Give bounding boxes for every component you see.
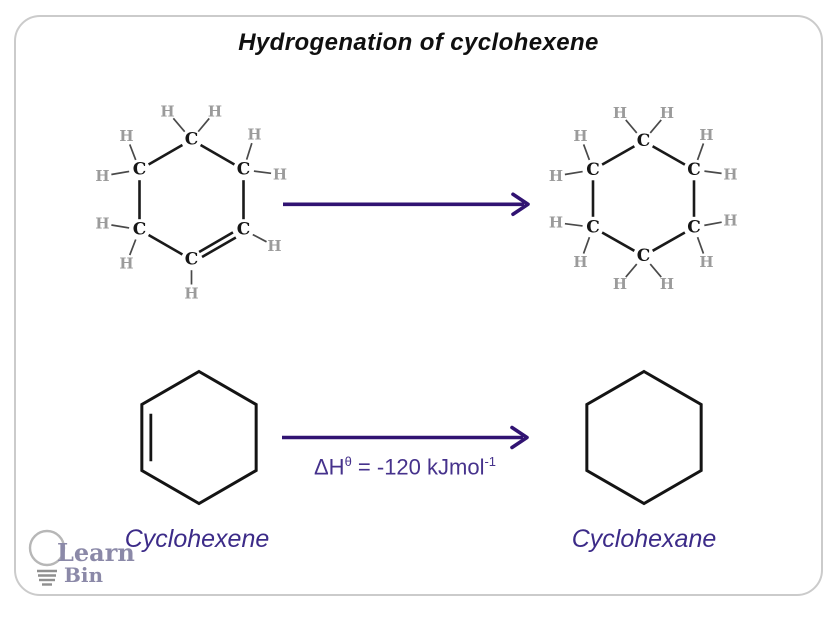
hydrogen-atom: H (267, 237, 281, 255)
hydrogen-atom: H (247, 126, 261, 144)
c-c-bond (651, 145, 686, 166)
c-h-bond (696, 236, 705, 254)
hydrogen-atom: H (95, 215, 109, 233)
c-h-bond (625, 119, 638, 134)
cyclohexane-skeletal (585, 369, 703, 506)
c-c-bond (147, 233, 184, 256)
c-c-bond (199, 143, 236, 166)
enthalpy-symbol: ΔH (313, 454, 345, 480)
hydrogen-atom: H (184, 285, 198, 303)
carbon-atom: C (237, 160, 251, 180)
c-h-bond (696, 143, 705, 161)
c-h-bond (625, 263, 638, 278)
hydrogen-atom: H (573, 127, 587, 145)
carbon-atom: C (185, 250, 199, 270)
c-h-bond (582, 144, 591, 161)
carbon-atom: C (637, 246, 651, 266)
hexagon-ring (585, 369, 703, 506)
carbon-atom: C (637, 131, 651, 151)
c-h-bond (582, 236, 591, 254)
hydrogen-atom: H (119, 255, 133, 273)
diagram-card (14, 15, 823, 596)
c-c-bond (601, 145, 636, 166)
c-h-bond (704, 221, 722, 227)
enthalpy-change-label: ΔHθ = -120 kJmol-1 (280, 454, 530, 480)
c-h-bond (253, 170, 272, 175)
c-h-bond (564, 222, 583, 227)
bottom-reaction-arrow (282, 425, 529, 450)
hydrogen-atom: H (660, 275, 674, 293)
carbon-atom: C (133, 220, 147, 240)
c-h-bond (128, 144, 137, 161)
carbon-atom: C (687, 217, 701, 237)
bulb-outline (28, 529, 66, 567)
arrow-head (511, 192, 530, 217)
enthalpy-exponent: -1 (484, 454, 497, 469)
c-h-bond (111, 170, 130, 176)
hydrogen-atom: H (723, 166, 737, 184)
hydrogen-atom: H (160, 103, 174, 121)
carbon-atom: C (687, 160, 701, 180)
enthalpy-value: = -120 kJmol (351, 454, 485, 480)
top-reaction-arrow (283, 192, 530, 217)
c-h-bond (564, 170, 583, 176)
c-h-bond (649, 119, 662, 134)
c-h-bond (245, 142, 253, 160)
hydrogen-atom: H (208, 103, 222, 121)
enthalpy-standard-sign: θ (344, 454, 352, 469)
hexagon-ring (140, 369, 258, 506)
c-h-bond (252, 233, 267, 243)
label-cyclohexene: Cyclohexene (124, 525, 270, 553)
carbon-atom: C (237, 220, 251, 240)
c-h-bond (704, 170, 722, 175)
carbon-atom: C (133, 160, 147, 180)
carbon-atom: C (586, 217, 600, 237)
hydrogen-atom: H (723, 212, 737, 230)
hydrogen-atom: H (573, 253, 587, 271)
c-h-bond (649, 263, 662, 278)
hydrogen-atom: H (95, 167, 109, 185)
hydrogen-atom: H (699, 253, 713, 271)
logo-text-bin: Bin (64, 563, 104, 587)
hydrogen-atom: H (273, 166, 287, 184)
page-title: Hydrogenation of cyclohexene (238, 29, 599, 56)
hydrogen-atom: H (549, 167, 563, 185)
c-h-bond (172, 117, 186, 133)
arrow-head (510, 425, 529, 450)
carbon-atom: C (185, 130, 199, 150)
double-bond-line (201, 236, 237, 259)
lightbulb-icon (28, 529, 66, 586)
hydrogen-atom: H (699, 126, 713, 144)
hydrogen-atom: H (549, 214, 563, 232)
c-h-bond (197, 117, 210, 133)
c-c-bond (601, 231, 636, 252)
hydrogen-atom: H (613, 275, 627, 293)
c-h-bond (128, 239, 137, 256)
bulb-base (37, 569, 57, 586)
learnbin-logo: Learn Bin (28, 528, 148, 592)
logo-text-learn: Learn (57, 538, 135, 567)
c-c-bond (651, 231, 686, 252)
hydrogen-atom: H (660, 104, 674, 122)
hydrogen-atom: H (613, 104, 627, 122)
hydrogen-atom: H (119, 127, 133, 145)
c-h-bond (111, 224, 130, 229)
label-cyclohexane: Cyclohexane (571, 525, 717, 553)
carbon-atom: C (586, 160, 600, 180)
double-bond-line (198, 231, 234, 254)
cyclohexene-skeletal (140, 369, 258, 506)
c-c-bond (147, 143, 184, 166)
